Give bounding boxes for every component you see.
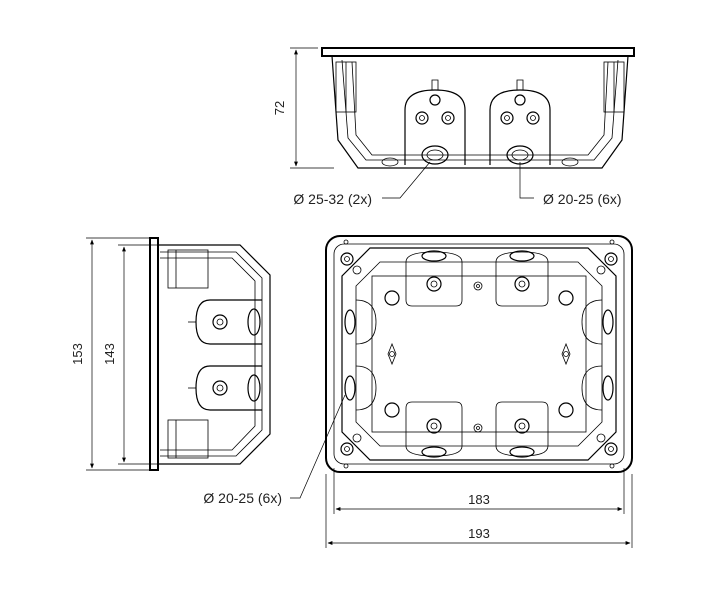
front-boss-right xyxy=(489,89,551,165)
callout-large-knockout-label: Ø 25-32 (2x) xyxy=(293,191,372,207)
side-flange xyxy=(149,237,159,471)
front-knockout-large-left xyxy=(421,145,449,165)
side-wall-knockouts xyxy=(344,299,614,411)
top-inner-wall xyxy=(341,247,617,461)
dimension-153: 153 xyxy=(70,237,150,471)
dimension-193: 193 xyxy=(325,474,633,548)
top-outer-flange xyxy=(325,235,633,473)
dimension-183-label: 183 xyxy=(468,492,490,507)
floor-mounting-holes xyxy=(384,290,574,418)
side-view xyxy=(149,237,271,471)
dimension-153-label: 153 xyxy=(70,343,85,365)
dimension-72: 72 xyxy=(272,47,334,169)
top-view xyxy=(325,235,633,473)
top-floor xyxy=(371,275,587,433)
callout-small-knockout-bottom-label: Ø 20-25 (6x) xyxy=(203,490,282,506)
dimension-183: 183 xyxy=(333,468,625,514)
front-boss-left xyxy=(404,89,466,165)
corner-screws xyxy=(340,239,618,469)
dimension-143-label: 143 xyxy=(102,343,117,365)
dimension-143: 143 xyxy=(102,244,158,465)
dimension-72-label: 72 xyxy=(272,101,287,115)
dimension-193-label: 193 xyxy=(468,526,490,541)
top-wall-knockouts xyxy=(405,250,549,307)
callout-small-knockout-bottom: Ø 20-25 (6x) xyxy=(203,394,346,506)
bottom-wall-knockouts xyxy=(405,401,549,458)
front-body xyxy=(331,55,629,169)
callout-small-knockout-top-label: Ø 20-25 (6x) xyxy=(543,191,622,207)
side-body xyxy=(158,244,271,465)
front-view xyxy=(321,47,635,169)
callout-large-knockout: Ø 25-32 (2x) xyxy=(293,161,431,207)
side-boss-lower xyxy=(195,365,262,411)
callout-small-knockout-top: Ø 20-25 (6x) xyxy=(519,162,622,207)
front-flange xyxy=(321,47,635,57)
side-knockout-upper xyxy=(247,308,261,336)
side-boss-upper xyxy=(195,299,262,345)
side-knockout-lower xyxy=(247,374,261,402)
